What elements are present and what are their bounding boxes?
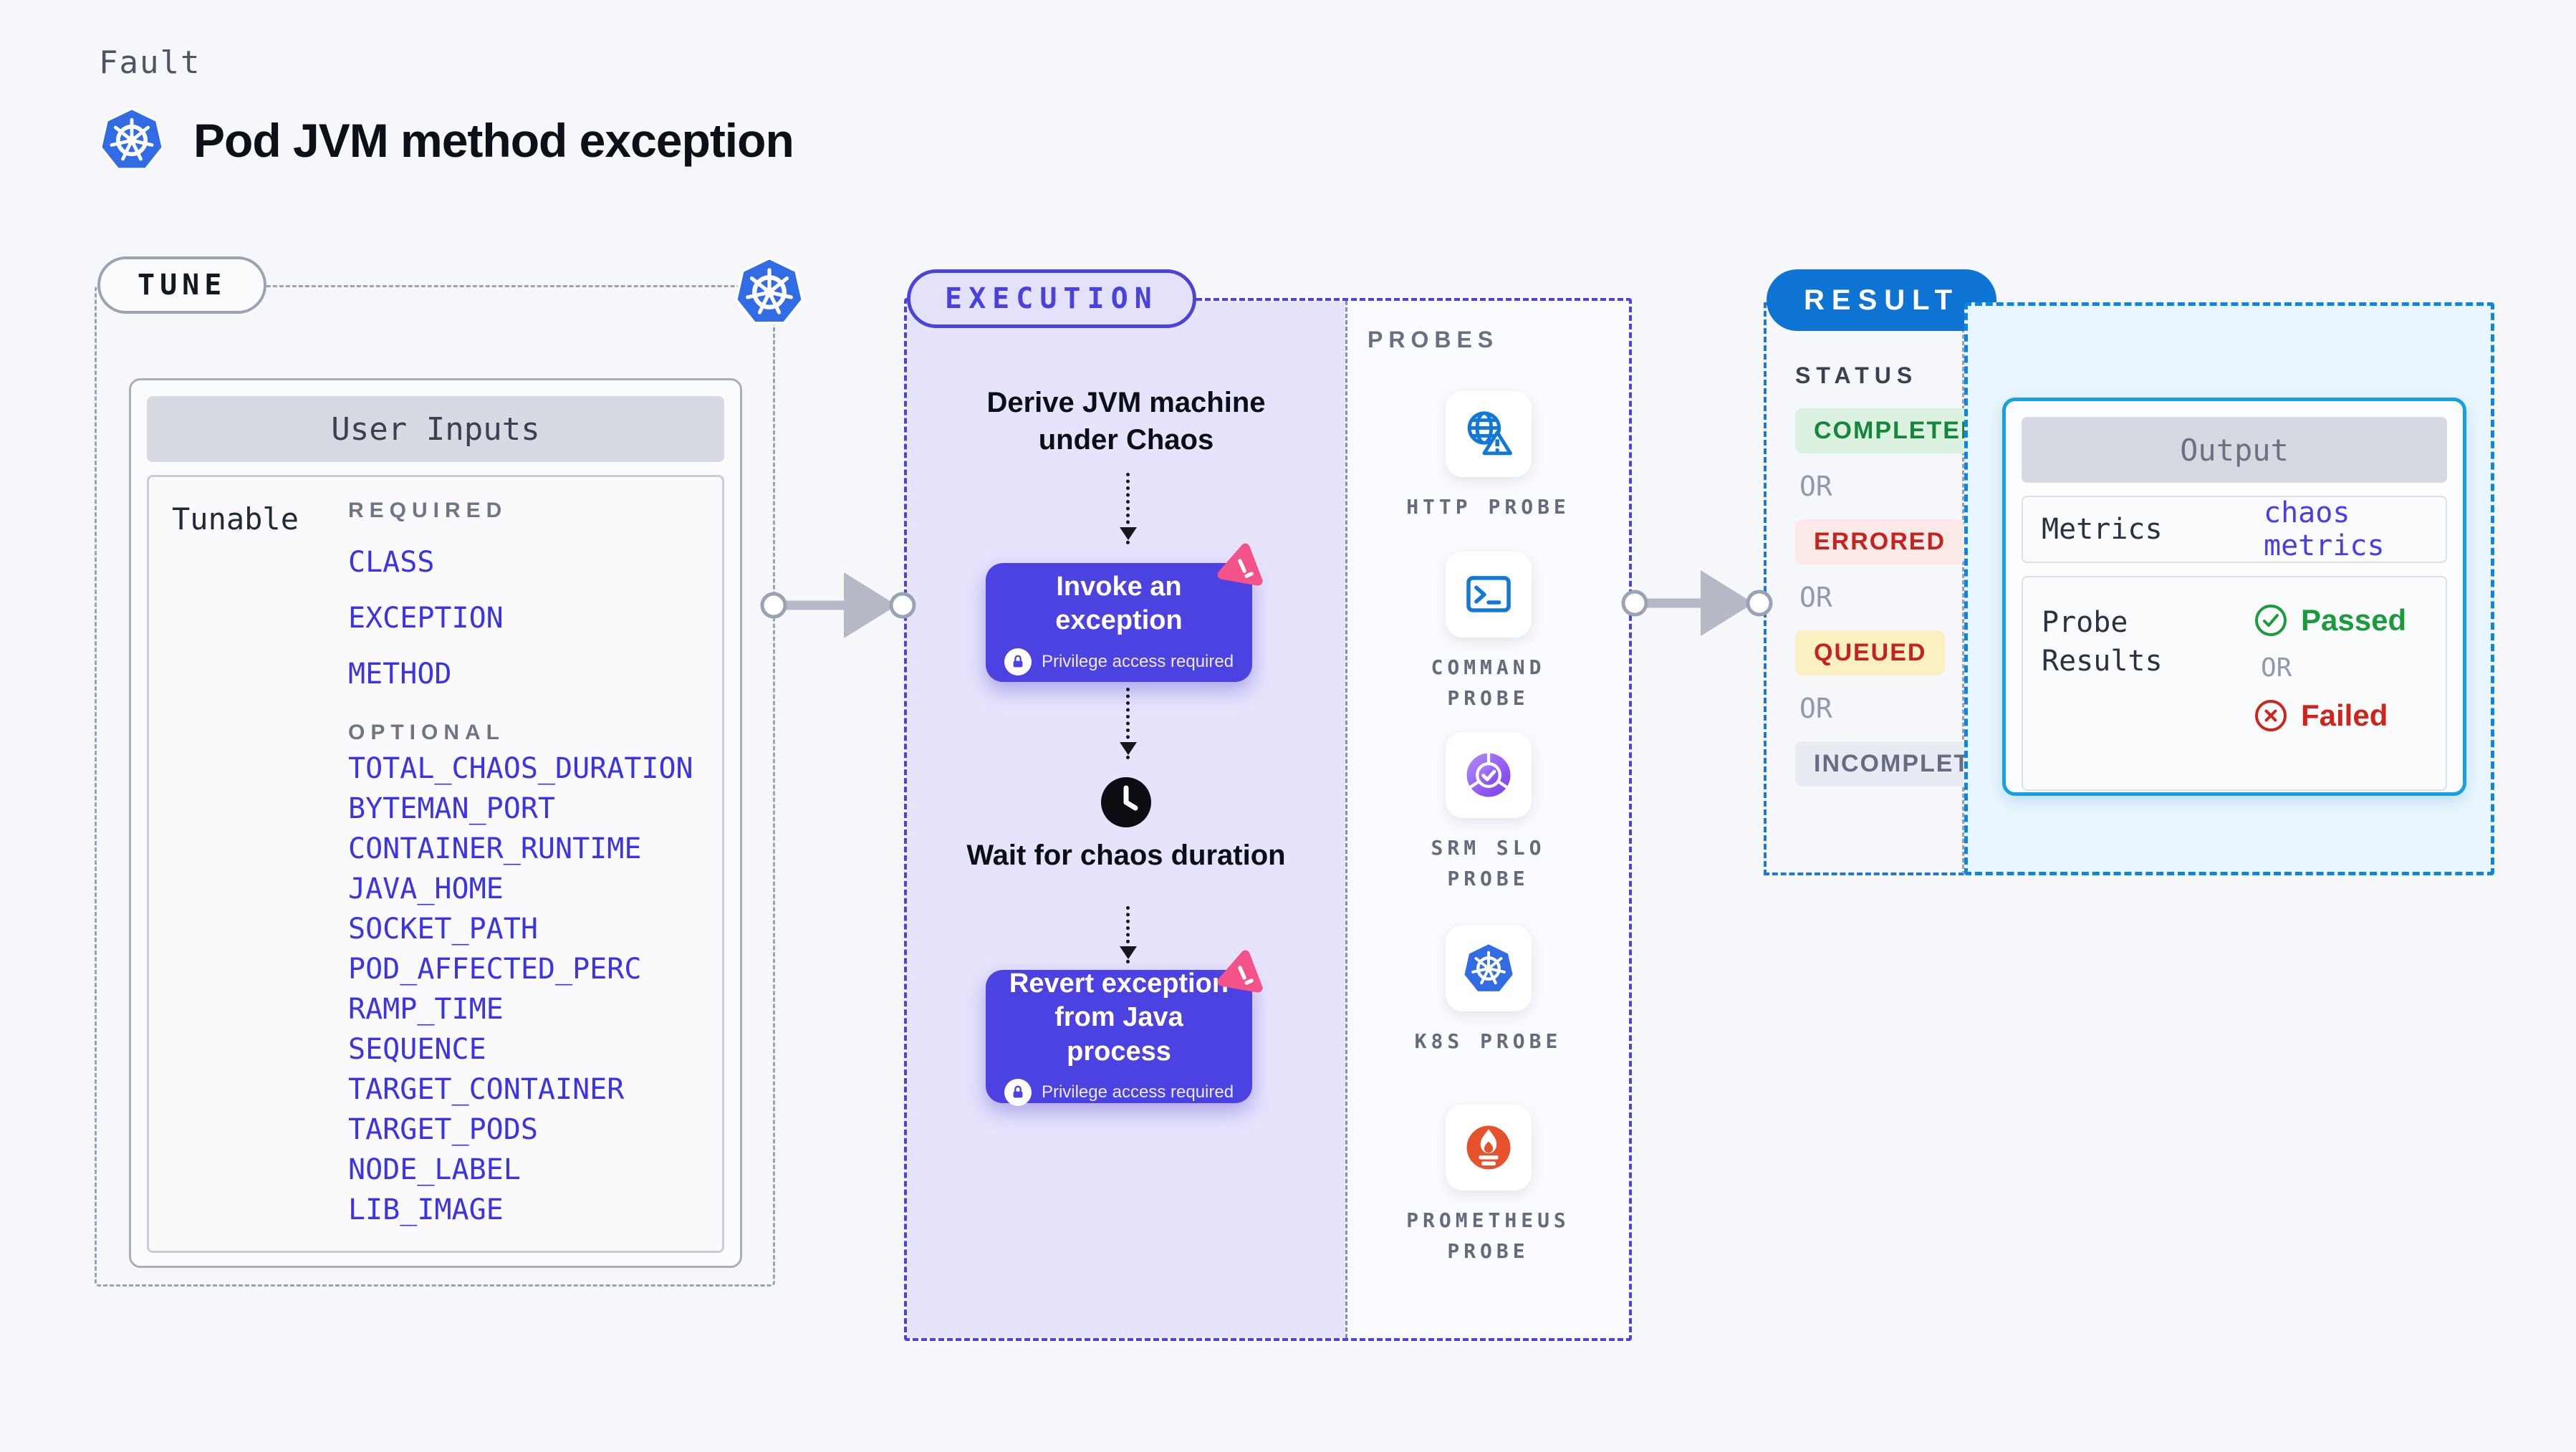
command-probe-icon [1445, 552, 1532, 638]
tune-container [95, 285, 775, 1287]
probe-prometheus: PROMETHEUS PROBE [1347, 1105, 1629, 1267]
result-output-container: Output Metrics chaos metrics Probe Resul… [1964, 302, 2494, 875]
input-variable: JAVA_HOME [348, 872, 504, 905]
wait-step-text: Wait for chaos duration [966, 840, 1286, 871]
clock-icon [1100, 777, 1152, 828]
lock-icon [1004, 648, 1032, 675]
result-badge: RESULT [1767, 269, 1997, 331]
prometheus-probe-icon [1445, 1105, 1532, 1191]
chaos-pinwheel-icon [1214, 538, 1271, 595]
probe-srm-slo: SRM SLO PROBE [1347, 732, 1629, 895]
required-inputs: CLASS EXCEPTION METHOD [348, 523, 504, 691]
optional-section-label: OPTIONAL [348, 721, 505, 744]
status-list: COMPLETED OR ERRORED OR QUEUED OR INCOMP… [1795, 408, 2026, 787]
input-variable: LIB_IMAGE [348, 1193, 504, 1226]
privilege-note: Privilege access required [1041, 651, 1234, 671]
probes-panel: PROBES HTTP PROBE [1345, 301, 1629, 1338]
status-label: STATUS [1795, 362, 1918, 388]
k8s-probe-icon [1445, 925, 1532, 1011]
or-separator: OR [1799, 471, 1832, 502]
or-separator: OR [2261, 653, 2292, 683]
x-circle-icon [2254, 698, 2288, 733]
tunable-label: Tunable [172, 501, 299, 537]
tunable-list: Tunable REQUIRED CLASS EXCEPTION METHOD … [147, 475, 724, 1253]
revert-exception-label: Revert exception from Java process [1009, 968, 1229, 1067]
or-separator: OR [1799, 693, 1832, 724]
tune-badge: TUNE [97, 256, 267, 314]
http-probe-icon [1445, 391, 1532, 477]
flow-arrow-down [1120, 688, 1137, 759]
output-title: Output [2022, 417, 2447, 483]
input-variable: NODE_LABEL [348, 1153, 521, 1186]
output-card: Output Metrics chaos metrics Probe Resul… [2002, 398, 2466, 796]
input-variable: TARGET_PODS [348, 1113, 538, 1146]
check-circle-icon [2254, 603, 2288, 638]
probe-k8s: K8S PROBE [1347, 925, 1629, 1057]
input-variable: TOTAL_CHAOS_DURATION [348, 752, 693, 785]
optional-inputs: TOTAL_CHAOS_DURATION BYTEMAN_PORT CONTAI… [348, 745, 693, 1226]
input-variable: BYTEMAN_PORT [348, 792, 555, 825]
or-separator: OR [1799, 582, 1832, 613]
input-variable: CONTAINER_RUNTIME [348, 832, 642, 865]
failed-result: Failed [2254, 698, 2388, 733]
execution-badge: EXECUTION [907, 269, 1196, 328]
page-header: Pod JVM method exception [97, 106, 794, 175]
execution-container: Derive JVM machine under Chaos Invoke an… [904, 298, 1632, 1341]
invoke-exception-label: Invoke an exception [1055, 571, 1183, 636]
kubernetes-icon [97, 106, 166, 175]
flow-arrow-down [1120, 906, 1137, 963]
input-variable: SOCKET_PATH [348, 913, 538, 946]
metrics-row: Metrics chaos metrics [2022, 496, 2447, 563]
probe-results-label: Probe Results [2042, 606, 2163, 678]
user-inputs-title: User Inputs [147, 396, 724, 462]
metrics-label: Metrics [2042, 513, 2163, 546]
input-variable: CLASS [348, 546, 435, 579]
input-variable: RAMP_TIME [348, 993, 504, 1026]
probe-command: COMMAND PROBE [1347, 552, 1629, 714]
execution-to-result-arrow [1621, 570, 1773, 636]
input-variable: TARGET_CONTAINER [348, 1073, 625, 1106]
chaos-pinwheel-icon [1214, 945, 1271, 1001]
probes-label: PROBES [1368, 327, 1499, 352]
privilege-note: Privilege access required [1041, 1082, 1234, 1102]
required-section-label: REQUIRED [348, 499, 508, 522]
passed-result: Passed [2254, 603, 2406, 638]
input-variable: POD_AFFECTED_PERC [348, 953, 642, 986]
input-variable: SEQUENCE [348, 1033, 486, 1066]
tune-to-execution-arrow [760, 572, 916, 638]
derive-step-text: Derive JVM machine under Chaos [986, 387, 1266, 456]
invoke-exception-node: Invoke an exception Privilege access req… [986, 543, 1263, 682]
status-badge-errored: ERRORED [1795, 519, 1965, 564]
execution-flow-zone: Derive JVM machine under Chaos Invoke an… [907, 301, 1345, 1338]
srm-slo-probe-icon [1445, 732, 1532, 818]
fault-kicker: Fault [99, 44, 201, 81]
input-variable: METHOD [348, 658, 452, 691]
input-variable: EXCEPTION [348, 602, 504, 635]
metrics-value: chaos metrics [2264, 496, 2385, 562]
probe-results-row: Probe Results Passed OR [2022, 576, 2447, 791]
user-inputs-panel: User Inputs Tunable REQUIRED CLASS EXCEP… [129, 378, 742, 1268]
revert-exception-node: Revert exception from Java process Privi… [986, 950, 1263, 1107]
lock-icon [1004, 1079, 1032, 1107]
status-badge-queued: QUEUED [1795, 630, 1946, 675]
page-title: Pod JVM method exception [193, 114, 794, 167]
flow-arrow-down [1120, 473, 1137, 544]
probe-http: HTTP PROBE [1347, 391, 1629, 522]
kubernetes-icon-small [732, 255, 807, 330]
